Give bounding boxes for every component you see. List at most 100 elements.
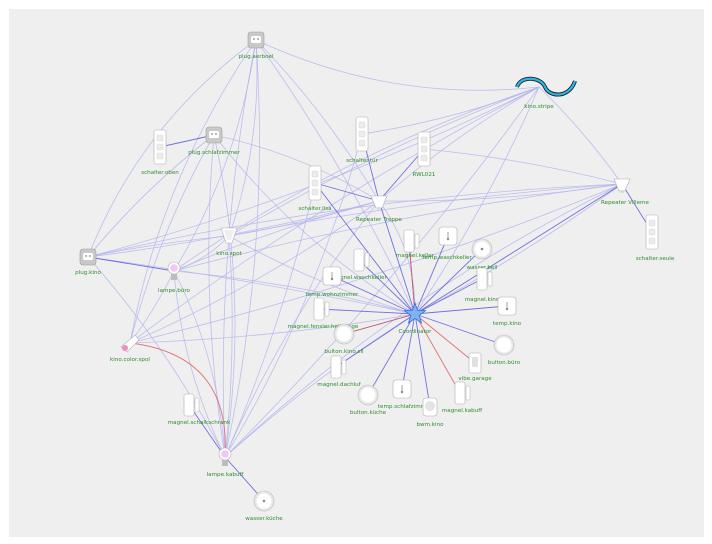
link-plug_schlafzimmer-plug_kino-23 — [87, 134, 215, 258]
node-label: magnel.kabuff — [442, 408, 482, 414]
node-label: kino.color.spol — [110, 357, 150, 363]
node-label: schalter.oben — [141, 170, 179, 176]
link-plug_aerboel-kino_color_spot-5 — [129, 39, 257, 344]
node-magnet-kino[interactable]: magnel.kino — [465, 267, 500, 303]
button-icon — [357, 384, 379, 406]
link-kino_spot-lampe_kabuff-44 — [224, 235, 233, 458]
color-spot-icon — [120, 334, 140, 353]
link-repeater_villeme-coordinator-76 — [414, 183, 623, 315]
node-label: vibe.garage — [458, 376, 492, 382]
node-kino-color-spot[interactable]: kino.color.spol — [110, 334, 150, 363]
link-plug_aerboel-lampe_buero-8 — [173, 39, 257, 272]
link-schalter_lisa-lampe_kabuff-50 — [224, 182, 316, 458]
link-kino_stripe-lampe_kabuff-12 — [224, 86, 540, 458]
link-repeater_treppe-kino_spot-36 — [228, 200, 380, 237]
node-label: temp.wohnzimmer — [306, 292, 359, 298]
node-lampe-kabuff[interactable]: lampe.kabuff — [207, 447, 244, 478]
repeater-icon — [370, 195, 388, 210]
water-sensor-icon — [253, 490, 275, 512]
node-label: schalter.seule — [636, 256, 675, 262]
link-kino_stripe-kino_spot-15 — [228, 86, 540, 237]
button-icon — [493, 334, 515, 356]
link-repeater_villeme-repeater_treppe-30 — [378, 183, 623, 202]
network-map[interactable]: plug.aerboel kino.stripe schalter.oben plug… — [9, 9, 704, 537]
node-label: schalter.lisa — [298, 206, 331, 212]
node-temp-kino[interactable]: temp.kino — [493, 296, 522, 327]
link-vibe_garage-coordinator-78 — [414, 313, 476, 364]
node-label: magnel.waschkeller — [331, 275, 387, 281]
bulb-icon — [167, 261, 181, 280]
node-kino-stripe[interactable]: kino.stripe — [515, 76, 577, 110]
link-lampe_buero-lampe_kabuff-38 — [173, 270, 226, 458]
link-plug_schlafzimmer-repeater_treppe-22 — [213, 134, 380, 202]
node-magnet-kabuff[interactable]: magnel.kabuff — [442, 381, 482, 414]
link-schalter_lisa-coordinator-75 — [314, 182, 416, 315]
node-rwl021[interactable]: RWL021 — [413, 131, 436, 178]
node-wasser-kueche[interactable]: wasser.küche — [245, 490, 283, 522]
link-plug_aerboel-lampe_kabuff-2 — [222, 39, 257, 458]
node-button-kino[interactable]: bulton.kino.cil — [324, 323, 364, 355]
link-repeater_treppe-lampe_kabuff-32 — [224, 200, 380, 458]
wall-switch-icon — [308, 165, 322, 201]
water-sensor-icon — [471, 238, 493, 260]
node-magnet-fenster[interactable]: magnel.fensler.helbelage — [288, 297, 359, 330]
node-button-kueche[interactable]: bulton.küche — [350, 384, 387, 416]
door-sensor-icon — [330, 355, 347, 379]
temp-sensor-icon — [438, 226, 458, 246]
node-repeater-villeme[interactable]: Repeater Villeme — [601, 178, 650, 206]
link-kino_color_spot-lampe_buero-46 — [129, 270, 175, 344]
node-plug-kino[interactable]: plug.kino — [75, 248, 101, 276]
node-schalter-tuer[interactable]: schalter.tür — [346, 116, 379, 164]
node-label: temp.schlafzimm — [378, 404, 426, 410]
node-label: magnel.kino — [465, 297, 500, 303]
link-lampe_buero-lampe_kabuff-39 — [173, 270, 226, 458]
temp-sensor-icon — [392, 379, 412, 399]
spot-icon — [220, 227, 238, 244]
node-label: temp.kino — [493, 321, 522, 327]
link-plug_aerboel-lampe_kabuff-1 — [224, 39, 260, 458]
node-magnet-waschkeller[interactable]: magnel.waschkeller — [331, 248, 388, 281]
node-kino-spot[interactable]: kino.spot — [216, 227, 243, 257]
node-label: bulton.kino.cil — [324, 349, 364, 355]
plug-icon — [247, 31, 265, 49]
node-schalter-oben[interactable]: schalter.oben — [141, 129, 179, 176]
node-repeater-treppe[interactable]: Repeater Treppe — [356, 195, 403, 223]
node-button-buero[interactable]: bulton.büro — [488, 334, 521, 366]
node-label: magnel.dachluf — [317, 382, 361, 388]
node-temp-waschkeller[interactable]: temp.waschkeller — [422, 226, 472, 261]
node-lampe-buero[interactable]: lampe.büro — [158, 261, 191, 294]
node-label: bwm.kino — [416, 422, 444, 428]
link-repeater_villeme-rwl021-31 — [423, 148, 623, 185]
node-plug-schlafzimmer[interactable]: plug.schlafzimmer — [188, 126, 240, 156]
node-vibe-garage[interactable]: vibe.garage — [458, 352, 492, 382]
node-label: Repeater Villeme — [601, 200, 649, 206]
node-label: magnel.schalkschrank — [168, 420, 231, 426]
node-coordinator[interactable]: Coordinator — [399, 301, 433, 335]
node-magnet-keller[interactable]: magnel.keller — [396, 229, 435, 259]
node-label: RWL021 — [413, 172, 436, 178]
node-label: bulton.küche — [350, 410, 387, 416]
link-repeater_treppe-coordinator-51 — [378, 200, 416, 315]
link-plug_aerboel-kino_spot-3 — [228, 39, 258, 237]
network-map-canvas[interactable]: plug.aerboel kino.stripe schalter.oben plug… — [9, 9, 704, 537]
node-plug-aerboel[interactable]: plug.aerboel — [238, 31, 274, 60]
link-plug_kino-kino_spot-48 — [87, 235, 230, 258]
node-temp-schlafzimmer[interactable]: temp.schlafzimm — [378, 379, 426, 410]
door-sensor-icon — [313, 297, 330, 321]
coordinator-star-icon — [403, 301, 427, 324]
node-magnet-schalkschrank[interactable]: magnel.schalkschrank — [168, 393, 231, 426]
wall-switch-icon — [417, 131, 431, 167]
node-bwm-kino[interactable]: bwm.kino — [416, 397, 444, 428]
wall-switch-icon — [153, 129, 167, 165]
link-schalter_tuer-lampe_kabuff-37 — [224, 133, 363, 458]
plug-icon — [205, 126, 223, 144]
link-lampe_kabuff-coordinator-47 — [224, 313, 416, 458]
link-repeater_treppe-coordinator-56 — [378, 200, 416, 315]
link-lampe_buero-coordinator-42 — [173, 270, 416, 315]
node-schalter-seule[interactable]: schalter.seule — [636, 214, 675, 262]
link-kino_stripe-repeater_villeme-17 — [538, 86, 623, 185]
node-magnet-dachlufe[interactable]: magnel.dachluf — [317, 355, 362, 388]
node-schalter-lisa[interactable]: schalter.lisa — [298, 165, 332, 212]
link-plug_kino-lampe_buero-60 — [87, 256, 175, 272]
node-temp-wohnzimmer[interactable]: temp.wohnzimmer — [306, 266, 359, 298]
